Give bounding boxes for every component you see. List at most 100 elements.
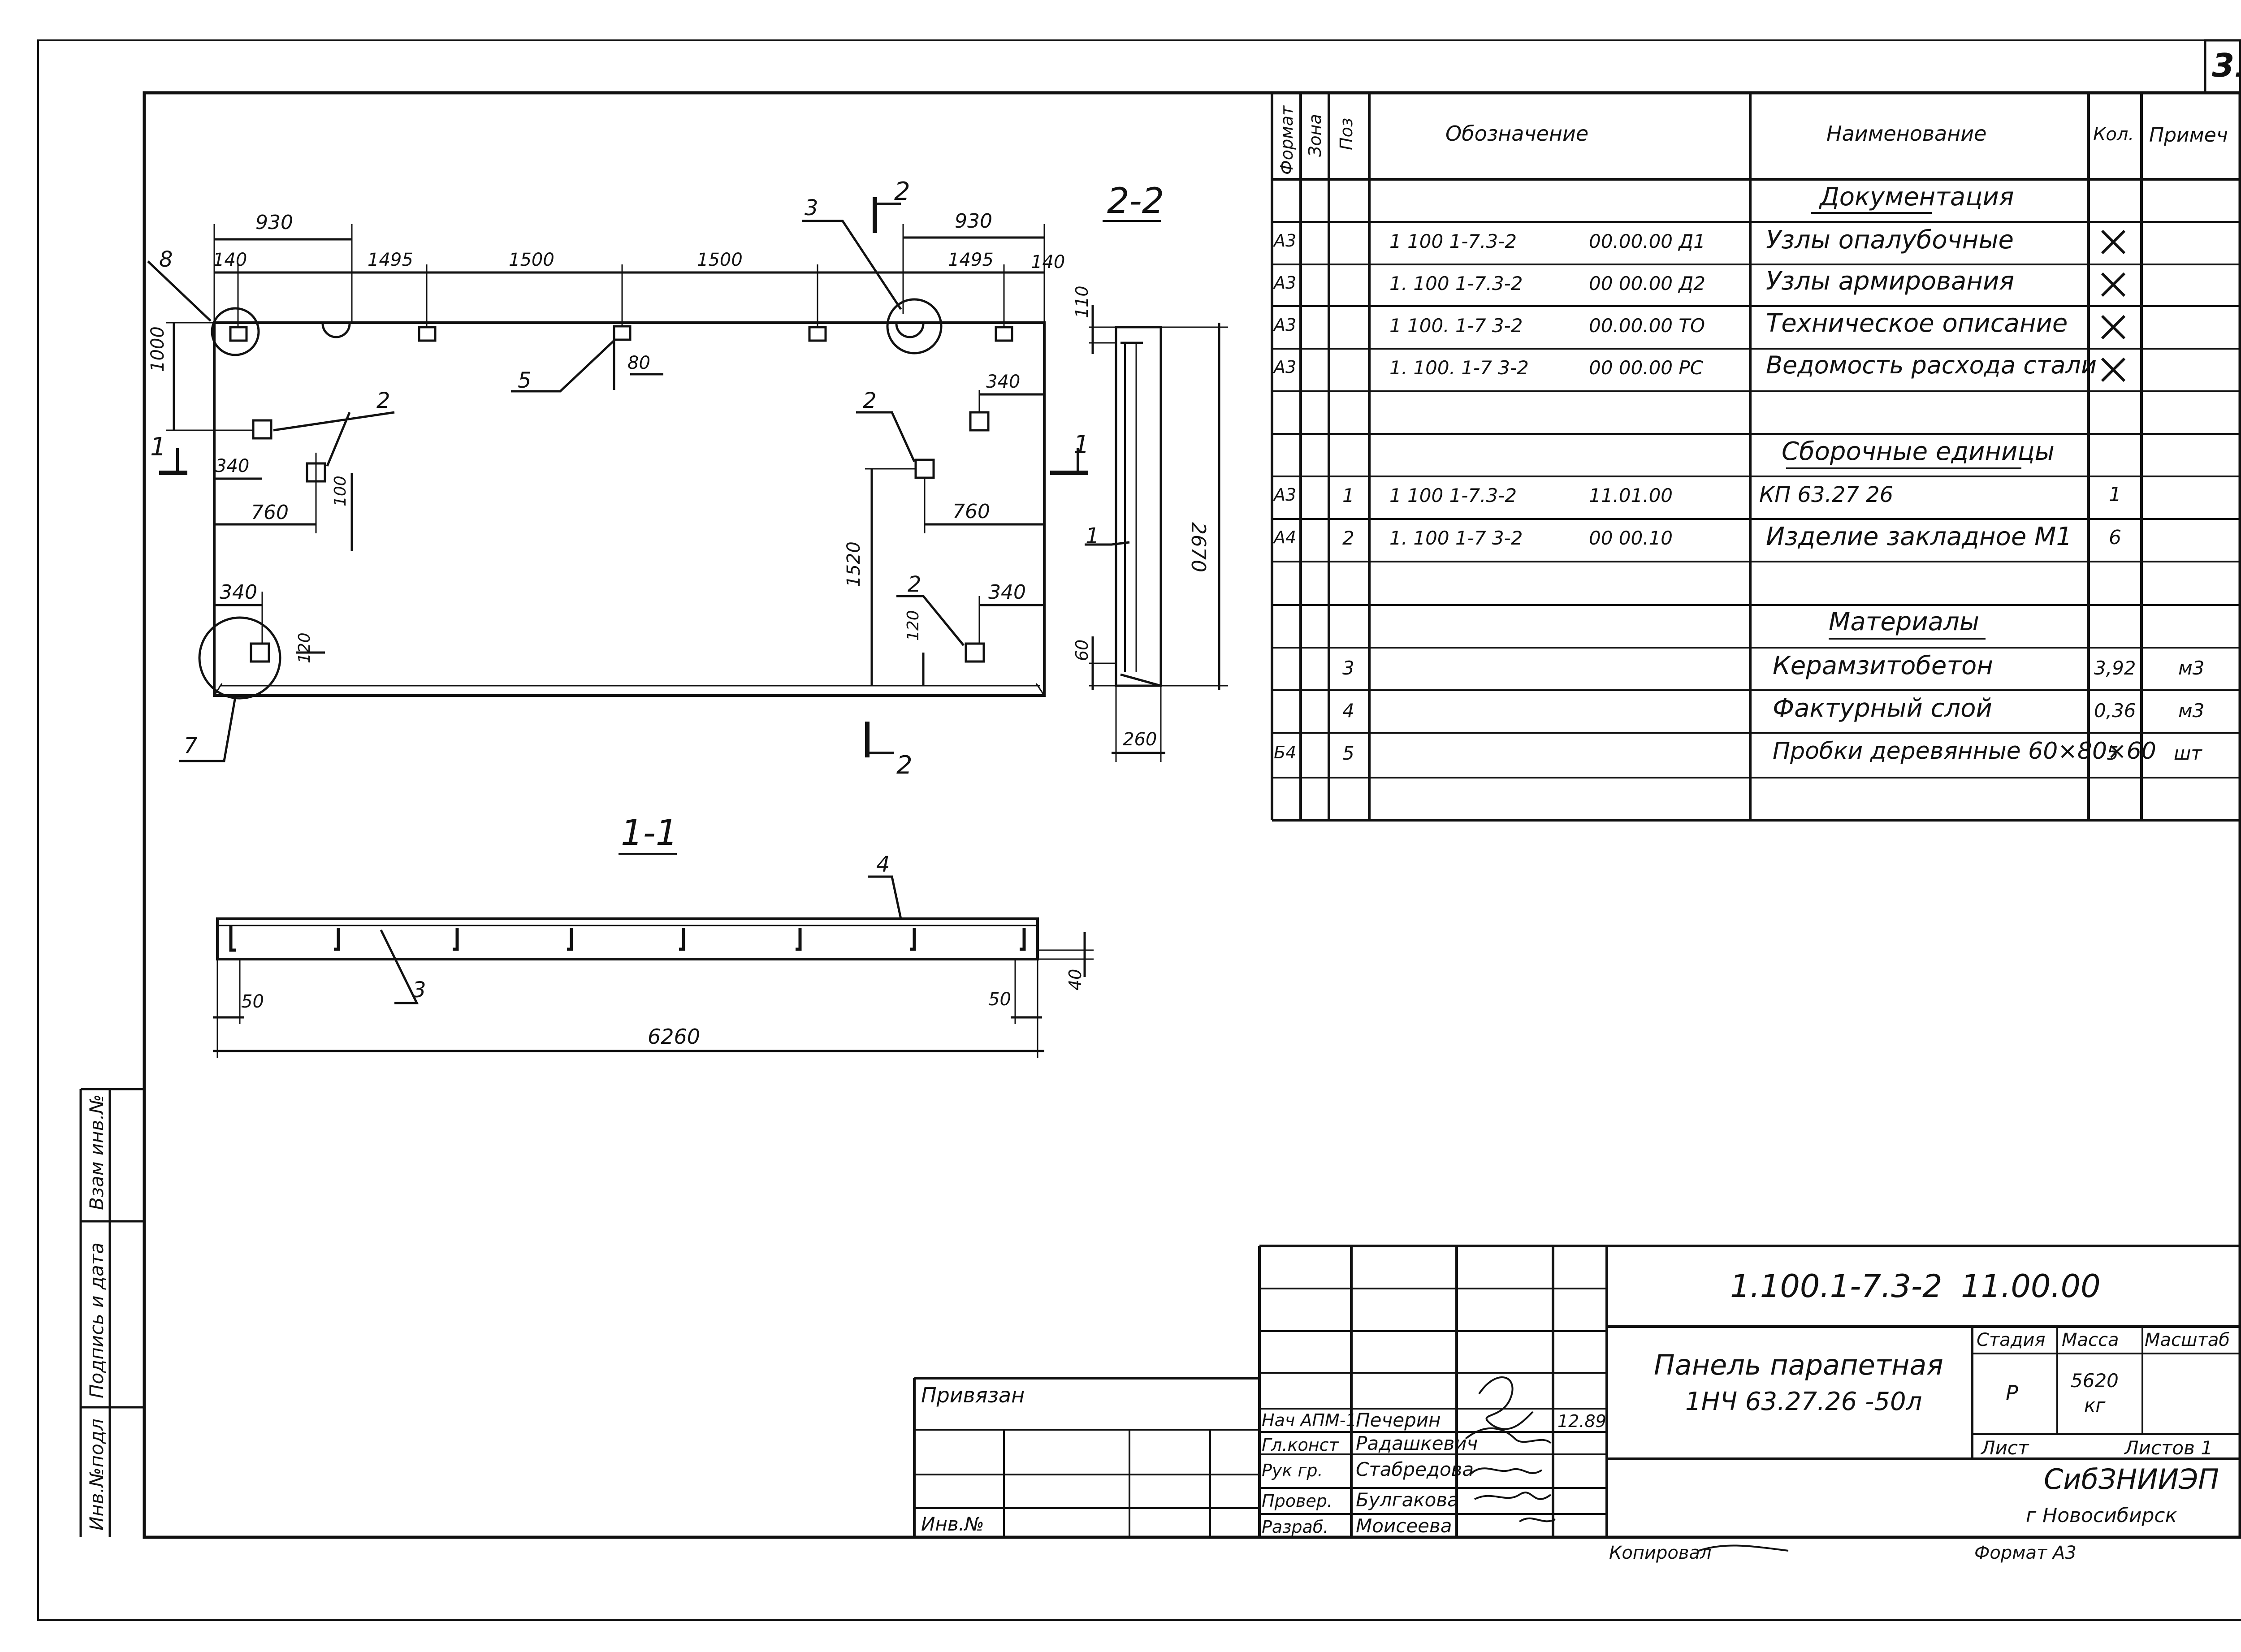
dim: 1495 (368, 250, 413, 270)
dim: 110 (1072, 285, 1092, 318)
dim: 60 (1072, 639, 1092, 661)
callout: 7 (184, 733, 198, 758)
dim: 340 (988, 581, 1026, 604)
view-title-2-2: 2-2 (1107, 181, 1164, 221)
spec-pos: 5 (1342, 742, 1354, 764)
spec-code: 1 100. 1-7 3-2 (1389, 315, 1523, 337)
dim: 80 (627, 353, 650, 373)
stage-label: Стадия (1977, 1330, 2046, 1350)
dim: 760 (251, 501, 289, 524)
dim: 760 (952, 500, 990, 523)
city: г Новосибирск (2026, 1504, 2177, 1527)
spec-header-qty: Кол. (2093, 124, 2134, 145)
cut-label: 2 (896, 751, 913, 780)
spec-header-name: Наименование (1826, 121, 1987, 146)
dim: 120 (295, 632, 314, 663)
spec-code2: 00.00.00 ТО (1589, 315, 1705, 337)
spec-format: А3 (1274, 315, 1297, 335)
spec-format: А4 (1274, 528, 1297, 547)
callout: 2 (908, 572, 921, 597)
copied-label: Копировал (1609, 1543, 1712, 1563)
document-code: 1.100.1-7.3-2 (1730, 1268, 1942, 1305)
spec-section-header: Сборочные единицы (1782, 437, 2055, 466)
spec-note: шт (2174, 742, 2202, 764)
dim: 930 (255, 211, 293, 234)
drawing-title: Панель парапетная (1654, 1349, 1943, 1381)
dim: 340 (215, 456, 250, 476)
strip-label: Взам инв.№ (86, 1094, 108, 1210)
spec-section-header: Материалы (1829, 607, 1979, 636)
spec-code: 1 100 1-7.3-2 (1389, 230, 1517, 252)
role: Нач АПМ-1 (1262, 1410, 1357, 1430)
spec-code: 1. 100 1-7.3-2 (1389, 272, 1523, 294)
person-name: Булгакова (1356, 1489, 1459, 1511)
dim: 1495 (948, 250, 994, 270)
spec-pos: 3 (1342, 657, 1354, 679)
spec-name: Керамзитобетон (1773, 651, 1993, 680)
cut-label: 2 (894, 177, 910, 206)
document-suffix: 11.00.00 (1961, 1268, 2101, 1305)
dim: 6260 (648, 1025, 701, 1049)
mass-label: Масса (2062, 1330, 2119, 1350)
spec-code2: 00 00.00 РС (1589, 357, 1704, 379)
callout: 1 (1086, 523, 1099, 549)
spec-header-pos: Поз (1337, 117, 1356, 150)
spec-name: Техническое описание (1766, 309, 2068, 338)
spec-code: 1 100 1-7.3-2 (1389, 484, 1517, 506)
spec-code2: 00.00.00 Д1 (1589, 230, 1705, 252)
spec-note: м3 (2178, 700, 2205, 722)
strip-label: Подпись и дата (86, 1242, 108, 1398)
sheets-label: Листов 1 (2124, 1437, 2213, 1459)
role: Разраб. (1262, 1517, 1329, 1537)
person-name: Стабредова (1356, 1458, 1474, 1480)
spec-header-zone: Зона (1305, 114, 1325, 157)
spec-name: Пробки деревянные 60×80×60 (1773, 738, 2156, 765)
dim: 260 (1123, 729, 1157, 750)
dim: 1000 (147, 326, 168, 372)
dim: 1500 (697, 250, 743, 270)
organization: СибЗНИИЭП (2044, 1463, 2219, 1496)
dim: 1520 (844, 541, 864, 587)
role: Провер. (1262, 1491, 1332, 1511)
strip-label: Инв.№подл (86, 1418, 108, 1531)
dim: 1500 (509, 250, 554, 270)
dim: 340 (220, 581, 257, 604)
spec-code2: 00 00.10 (1589, 527, 1673, 549)
spec-name: КП 63.27 26 (1759, 482, 1894, 507)
dim: 120 (904, 610, 922, 641)
dim: 40 (1065, 969, 1085, 990)
spec-name: Узлы армирования (1766, 267, 2015, 296)
format-label: Формат А3 (1974, 1543, 2077, 1563)
spec-header-format: Формат (1277, 105, 1297, 175)
dim: 50 (988, 989, 1011, 1010)
spec-name: Ведомость расхода стали (1766, 351, 2097, 379)
spec-format: А3 (1274, 273, 1297, 293)
person-name: Печерин (1356, 1409, 1441, 1431)
callout: 2 (376, 388, 390, 413)
spec-qty: 0,36 (2094, 700, 2136, 722)
spec-format: А3 (1274, 485, 1297, 505)
spec-pos: 4 (1342, 700, 1354, 722)
person-name: Моисеева (1356, 1515, 1452, 1537)
spec-code: 1. 100 1-7 3-2 (1389, 527, 1523, 549)
mass-value: 5620 (2071, 1370, 2119, 1392)
dim: 2670 (1187, 522, 1210, 572)
role: Рук гр. (1262, 1461, 1323, 1480)
dim: 930 (955, 210, 992, 233)
stage-value: Р (2006, 1381, 2018, 1405)
view-title-1-1: 1-1 (621, 813, 678, 853)
person-name: Радашкевич (1356, 1432, 1478, 1454)
spec-qty: 5 (2107, 742, 2119, 764)
spec-header-note: Примеч (2149, 124, 2228, 147)
dim: 140 (1031, 252, 1065, 272)
mass-unit: кг (2084, 1394, 2106, 1416)
spec-pos: 2 (1342, 527, 1354, 549)
callout: 4 (876, 852, 890, 877)
cut-label: 1 (1073, 430, 1090, 459)
spec-name: Фактурный слой (1773, 694, 1992, 723)
callout: 5 (518, 368, 532, 393)
spec-qty: 3,92 (2094, 657, 2136, 679)
inv-label: Инв.№ (921, 1513, 984, 1535)
spec-name: Узлы опалубочные (1766, 225, 2014, 255)
